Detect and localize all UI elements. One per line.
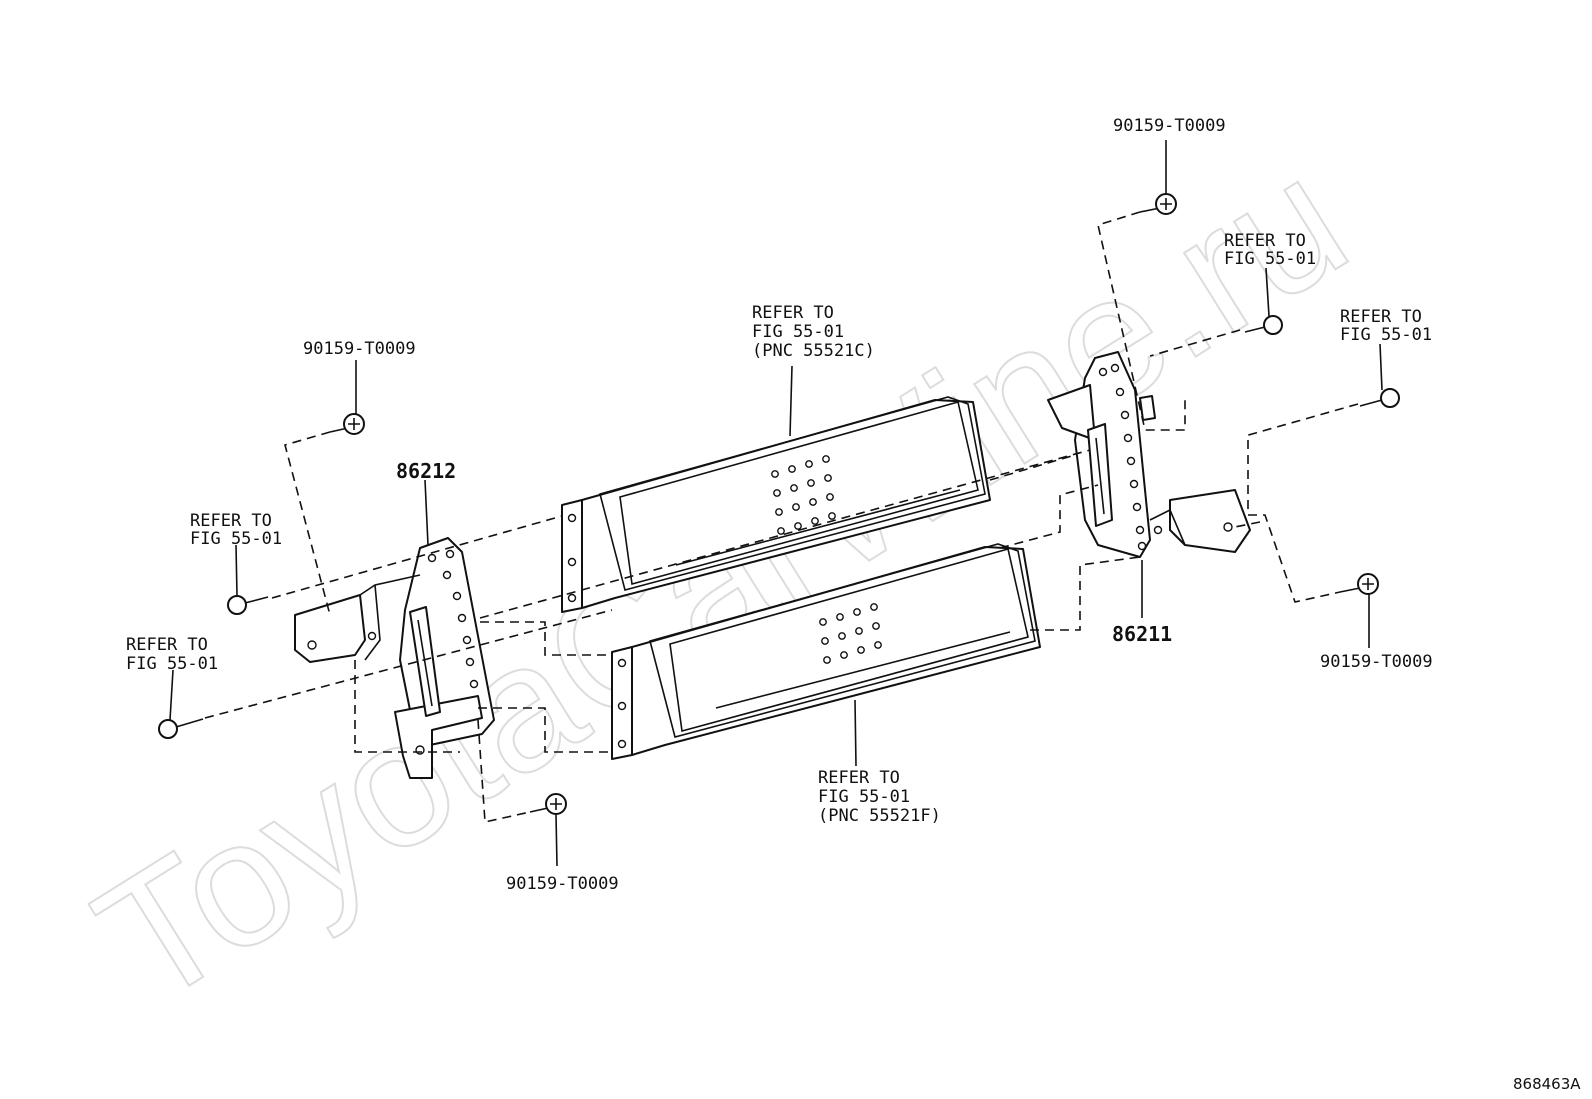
upper-panel-unit (561, 396, 991, 613)
label-refer-right-upper-1: REFER TO (1224, 231, 1306, 251)
label-refer-left-lower-1: REFER TO (126, 635, 208, 655)
bolt-icon (1359, 388, 1400, 408)
lower-panel-unit (611, 543, 1041, 760)
label-part-86212: 86212 (396, 459, 456, 483)
label-refer-lower-unit-2: FIG 55-01 (818, 787, 910, 807)
label-screw-right: 90159-T0009 (1320, 652, 1433, 672)
screw-icon (329, 413, 365, 435)
label-refer-right-upper-2: FIG 55-01 (1224, 249, 1316, 269)
leader-lines (169, 140, 1383, 867)
label-refer-left-upper-1: REFER TO (190, 511, 272, 531)
label-screw-bottom-left: 90159-T0009 (506, 874, 619, 894)
screw-icon (1339, 573, 1379, 595)
label-refer-upper-unit-3: (PNC 55521C) (752, 341, 875, 361)
label-refer-left-upper-2: FIG 55-01 (190, 529, 282, 549)
label-refer-upper-unit-2: FIG 55-01 (752, 322, 844, 342)
label-refer-lower-unit-3: (PNC 55521F) (818, 806, 941, 826)
lower-unit-button-grid (819, 603, 882, 664)
label-refer-upper-unit-1: REFER TO (752, 303, 834, 323)
label-refer-lower-unit-1: REFER TO (818, 768, 900, 788)
bolt-icon (227, 595, 269, 615)
label-screw-top-right: 90159-T0009 (1113, 116, 1226, 136)
bolt-icon (158, 718, 204, 739)
right-bracket-86211 (1047, 351, 1251, 558)
watermark-text: ToyotaCarWine.ru (65, 119, 1379, 1043)
label-refer-right-far-2: FIG 55-01 (1340, 325, 1432, 345)
figure-id: 868463A (1513, 1075, 1581, 1093)
label-refer-left-lower-2: FIG 55-01 (126, 654, 218, 674)
label-part-86211: 86211 (1112, 622, 1172, 646)
bolt-icon (1244, 315, 1283, 335)
label-screw-top-left: 90159-T0009 (303, 339, 416, 359)
screw-icon (529, 793, 567, 815)
upper-unit-button-grid (771, 455, 836, 535)
assembly-lines (204, 211, 1359, 823)
label-refer-right-far-1: REFER TO (1340, 307, 1422, 327)
left-bracket-86212 (294, 537, 495, 779)
